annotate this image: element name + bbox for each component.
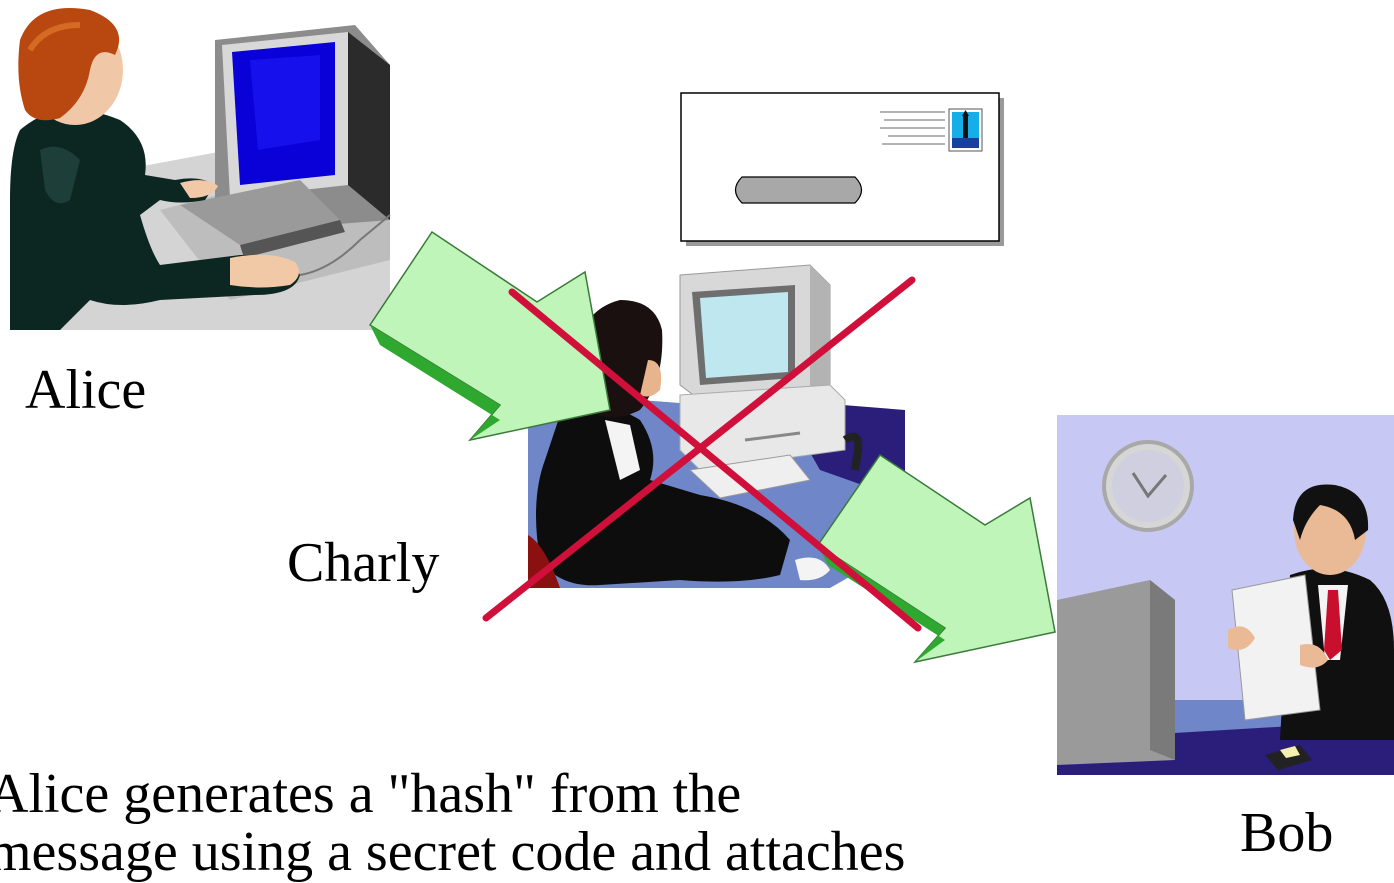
- bob-illustration: [1057, 415, 1394, 775]
- caption-line-2: message using a secret code and attaches: [0, 821, 906, 883]
- alice-illustration: [10, 8, 391, 330]
- bob-label: Bob: [1240, 802, 1334, 864]
- charly-label: Charly: [287, 532, 440, 594]
- interception-cross: [482, 276, 922, 632]
- caption-text: Alice generates a "hash" from the messag…: [0, 765, 905, 881]
- envelope-icon: [680, 92, 1004, 246]
- caption-line-1: Alice generates a "hash" from the: [0, 763, 742, 825]
- arrow-alice-to-charly: [368, 230, 611, 442]
- diagram-canvas: [10, 8, 1394, 775]
- alice-label: Alice: [25, 359, 147, 421]
